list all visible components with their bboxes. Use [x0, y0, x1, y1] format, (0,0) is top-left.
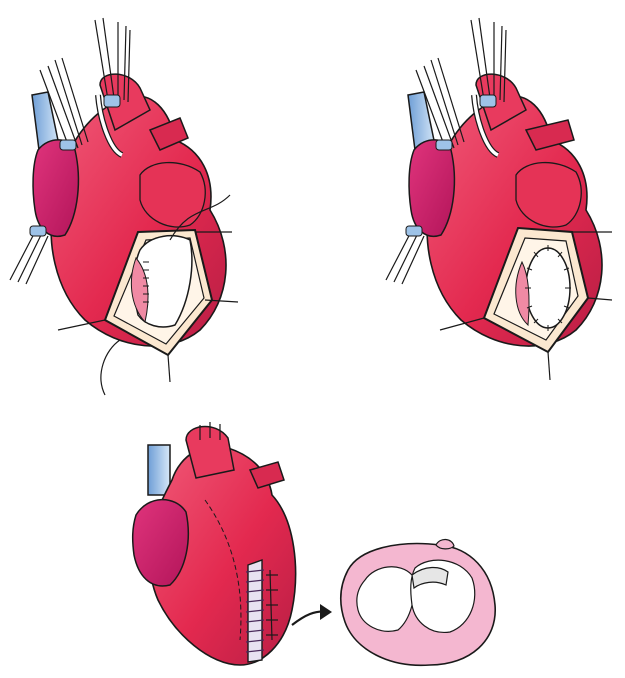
left-chamber-cavity [356, 566, 415, 632]
right-atrium [131, 498, 189, 587]
septal-patch [411, 566, 449, 590]
pulmonary-branch [248, 461, 285, 489]
pulmonary-branch [524, 119, 575, 151]
pulmonary-branch [148, 117, 189, 151]
closed-patch [525, 247, 571, 329]
right-atrium [32, 139, 80, 237]
panel-top-left [9, 17, 239, 396]
aorta [185, 425, 235, 479]
papillary-bump [435, 538, 455, 550]
right-ventricle-top [139, 161, 206, 228]
lower-cannula [9, 229, 49, 285]
suture-marks-left [143, 261, 149, 303]
retraction-lines-right [439, 231, 613, 381]
cannula-tip-blue-1 [103, 94, 121, 108]
retraction-lines-left [57, 194, 239, 396]
patch-sutures [245, 569, 265, 653]
right-ventricle-top [515, 161, 582, 228]
panel-top-right [385, 17, 613, 381]
stitch-ladder [266, 569, 278, 641]
right-atrium [408, 139, 456, 237]
cannula-tip-blue-2 [59, 139, 77, 151]
panel-bottom [131, 422, 496, 667]
cannula-group [415, 17, 507, 151]
vena-cava [147, 444, 171, 496]
suture-ring [525, 245, 571, 331]
septal-opening [130, 257, 149, 324]
cannula-group [39, 17, 131, 151]
